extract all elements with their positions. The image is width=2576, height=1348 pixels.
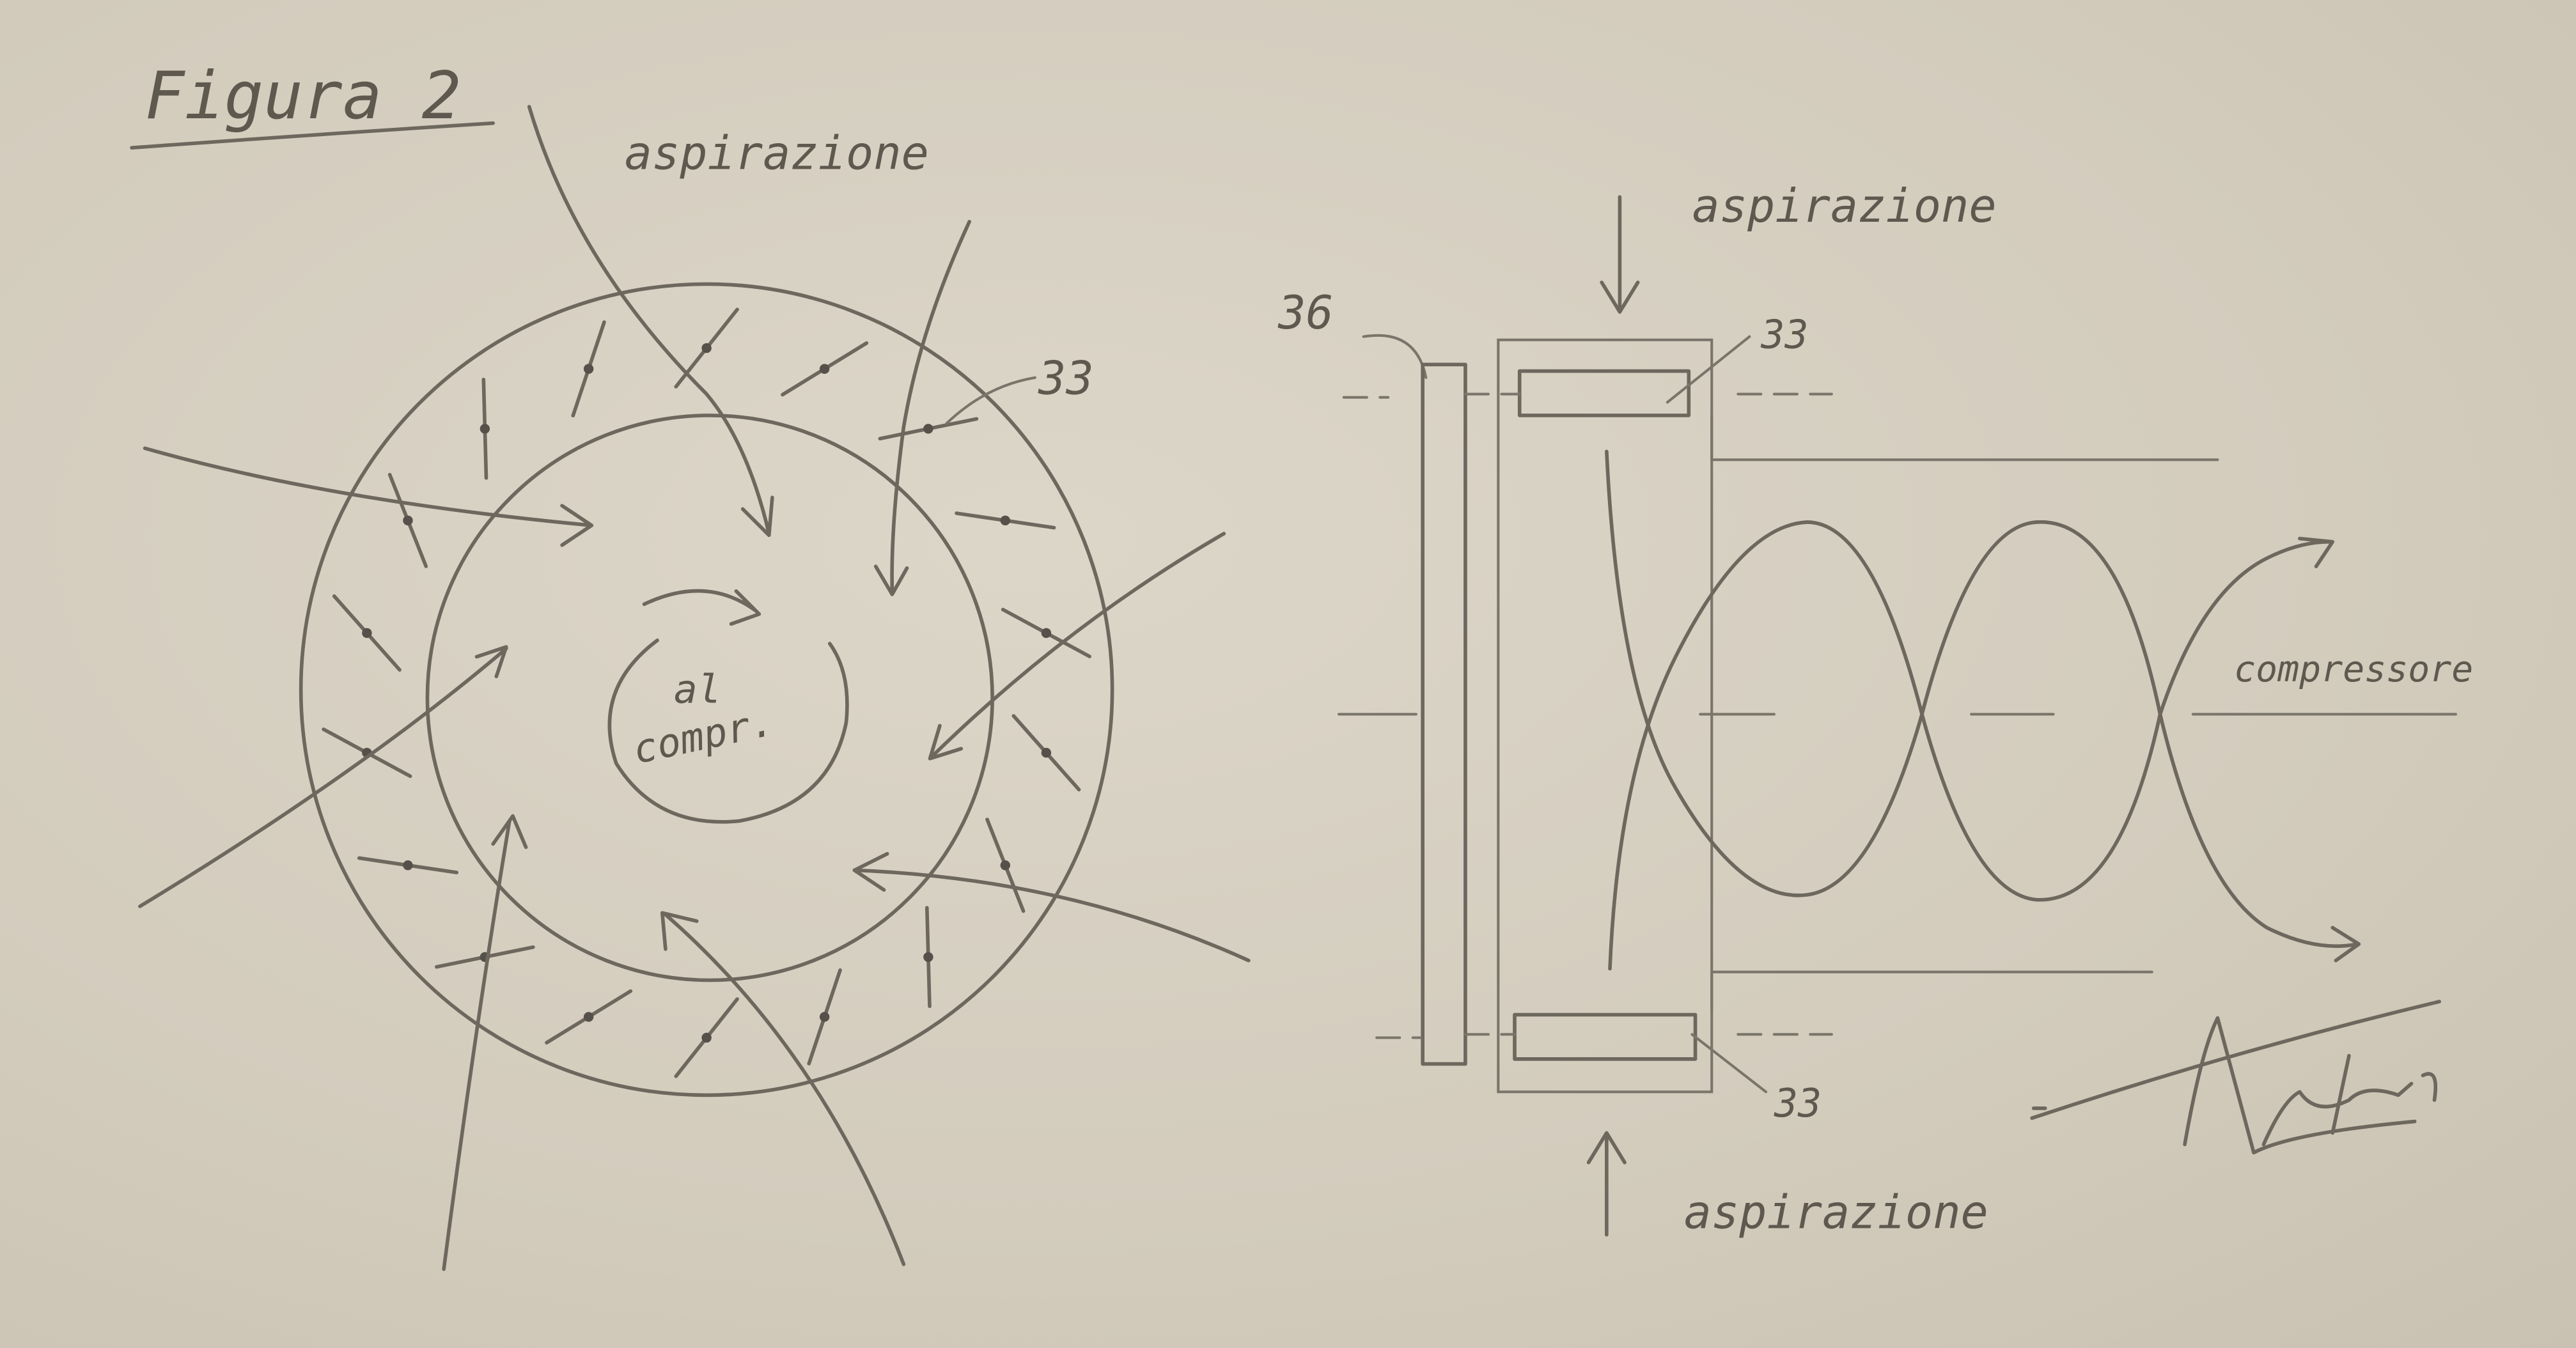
top-vane-leader bbox=[1666, 335, 1751, 404]
vane-pivot bbox=[583, 364, 594, 374]
vane-pivot bbox=[923, 952, 933, 962]
vane-pivot bbox=[480, 424, 490, 434]
top-inlet-arrow bbox=[1600, 195, 1640, 314]
top-wall bbox=[1710, 414, 2219, 461]
vane-pivot bbox=[819, 364, 830, 374]
vane-pivot bbox=[819, 1012, 830, 1022]
inner-ring bbox=[425, 414, 994, 982]
vane-pivot bbox=[1000, 860, 1011, 871]
vane-ref-leader bbox=[945, 376, 1036, 425]
shaft-plate bbox=[1421, 362, 1467, 1066]
vane-pivot bbox=[701, 343, 712, 353]
center-label-al: al bbox=[674, 666, 721, 712]
vane-pivot bbox=[403, 860, 413, 871]
bottom-vane bbox=[1513, 1012, 1698, 1061]
flow-arrows bbox=[138, 105, 1251, 1271]
bottom-wall bbox=[1710, 970, 2153, 1011]
vane-pivot bbox=[1000, 515, 1011, 526]
left-inlet-label: aspirazione bbox=[625, 127, 929, 180]
top-inlet-label: aspirazione bbox=[1692, 179, 1996, 233]
side-section-view: aspirazione 36 33 33 compressore aspiraz… bbox=[1277, 179, 2473, 1239]
outlet-label: compressore bbox=[2234, 649, 2473, 690]
vane-pivot bbox=[701, 1032, 712, 1043]
shaft-ref: 36 bbox=[1277, 286, 1334, 339]
bottom-vane-leader bbox=[1690, 1033, 1768, 1094]
vane-pivot bbox=[362, 628, 372, 639]
vane-pivot bbox=[583, 1012, 594, 1022]
bottom-vane-ref: 33 bbox=[1774, 1080, 1822, 1126]
guide-vanes bbox=[322, 307, 1091, 1078]
top-vane bbox=[1517, 369, 1691, 417]
shaft-ref-leader bbox=[1362, 334, 1428, 379]
flow-curve-1 bbox=[1605, 449, 2361, 963]
title-underline bbox=[130, 121, 496, 150]
top-vane-ref: 33 bbox=[1760, 312, 1808, 358]
vane-pivot bbox=[1041, 748, 1052, 758]
swirl-arrowhead bbox=[642, 589, 761, 626]
top-axis bbox=[1342, 392, 1833, 399]
bottom-inlet-label: aspirazione bbox=[1684, 1185, 1988, 1239]
swirl-arrow bbox=[607, 639, 849, 824]
figure-title: Figura 2 bbox=[145, 58, 462, 134]
housing-frame bbox=[1497, 338, 1713, 1094]
vane-pivot bbox=[403, 515, 413, 526]
flow-curve-2 bbox=[1608, 520, 2335, 971]
left-vane-ref: 33 bbox=[1038, 352, 1094, 405]
signature bbox=[2030, 1000, 2442, 1155]
vane-pivot bbox=[1041, 628, 1052, 639]
outer-ring bbox=[299, 282, 1114, 1097]
radial-inlet-view: aspirazione al compr. 33 bbox=[138, 105, 1251, 1271]
vane-pivot bbox=[923, 424, 933, 434]
bottom-inlet-arrow bbox=[1586, 1131, 1627, 1237]
bottom-axis bbox=[1375, 1033, 1833, 1039]
